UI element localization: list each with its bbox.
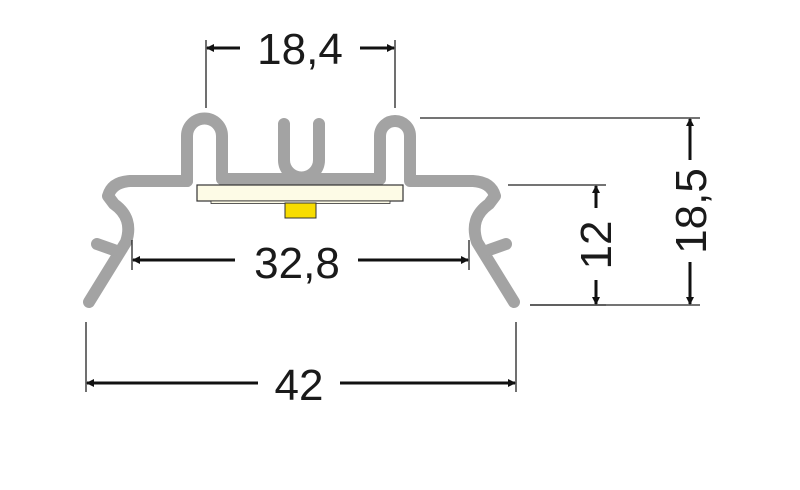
dimension-label: 18,5 [667,168,716,254]
profile-right-tab [483,238,512,256]
dimension-label: 12 [572,221,621,270]
profile-center-fins [278,118,325,184]
dimension-label: 42 [275,361,324,410]
profile-left-tab [91,238,120,256]
dimension-outer-width: 42 [85,322,517,410]
led-pcb [196,184,404,202]
dimension-inner-width: 32,8 [131,239,470,288]
led-chip [284,202,317,219]
dimension-label: 32,8 [254,239,340,288]
dimension-top-opening: 18,4 [205,25,396,108]
dimension-total-height: 18,5 [420,117,716,306]
dimension-inner-height: 12 [508,184,621,306]
led-strip [196,184,404,219]
dimension-label: 18,4 [257,25,343,74]
aluminium-profile [89,112,514,303]
